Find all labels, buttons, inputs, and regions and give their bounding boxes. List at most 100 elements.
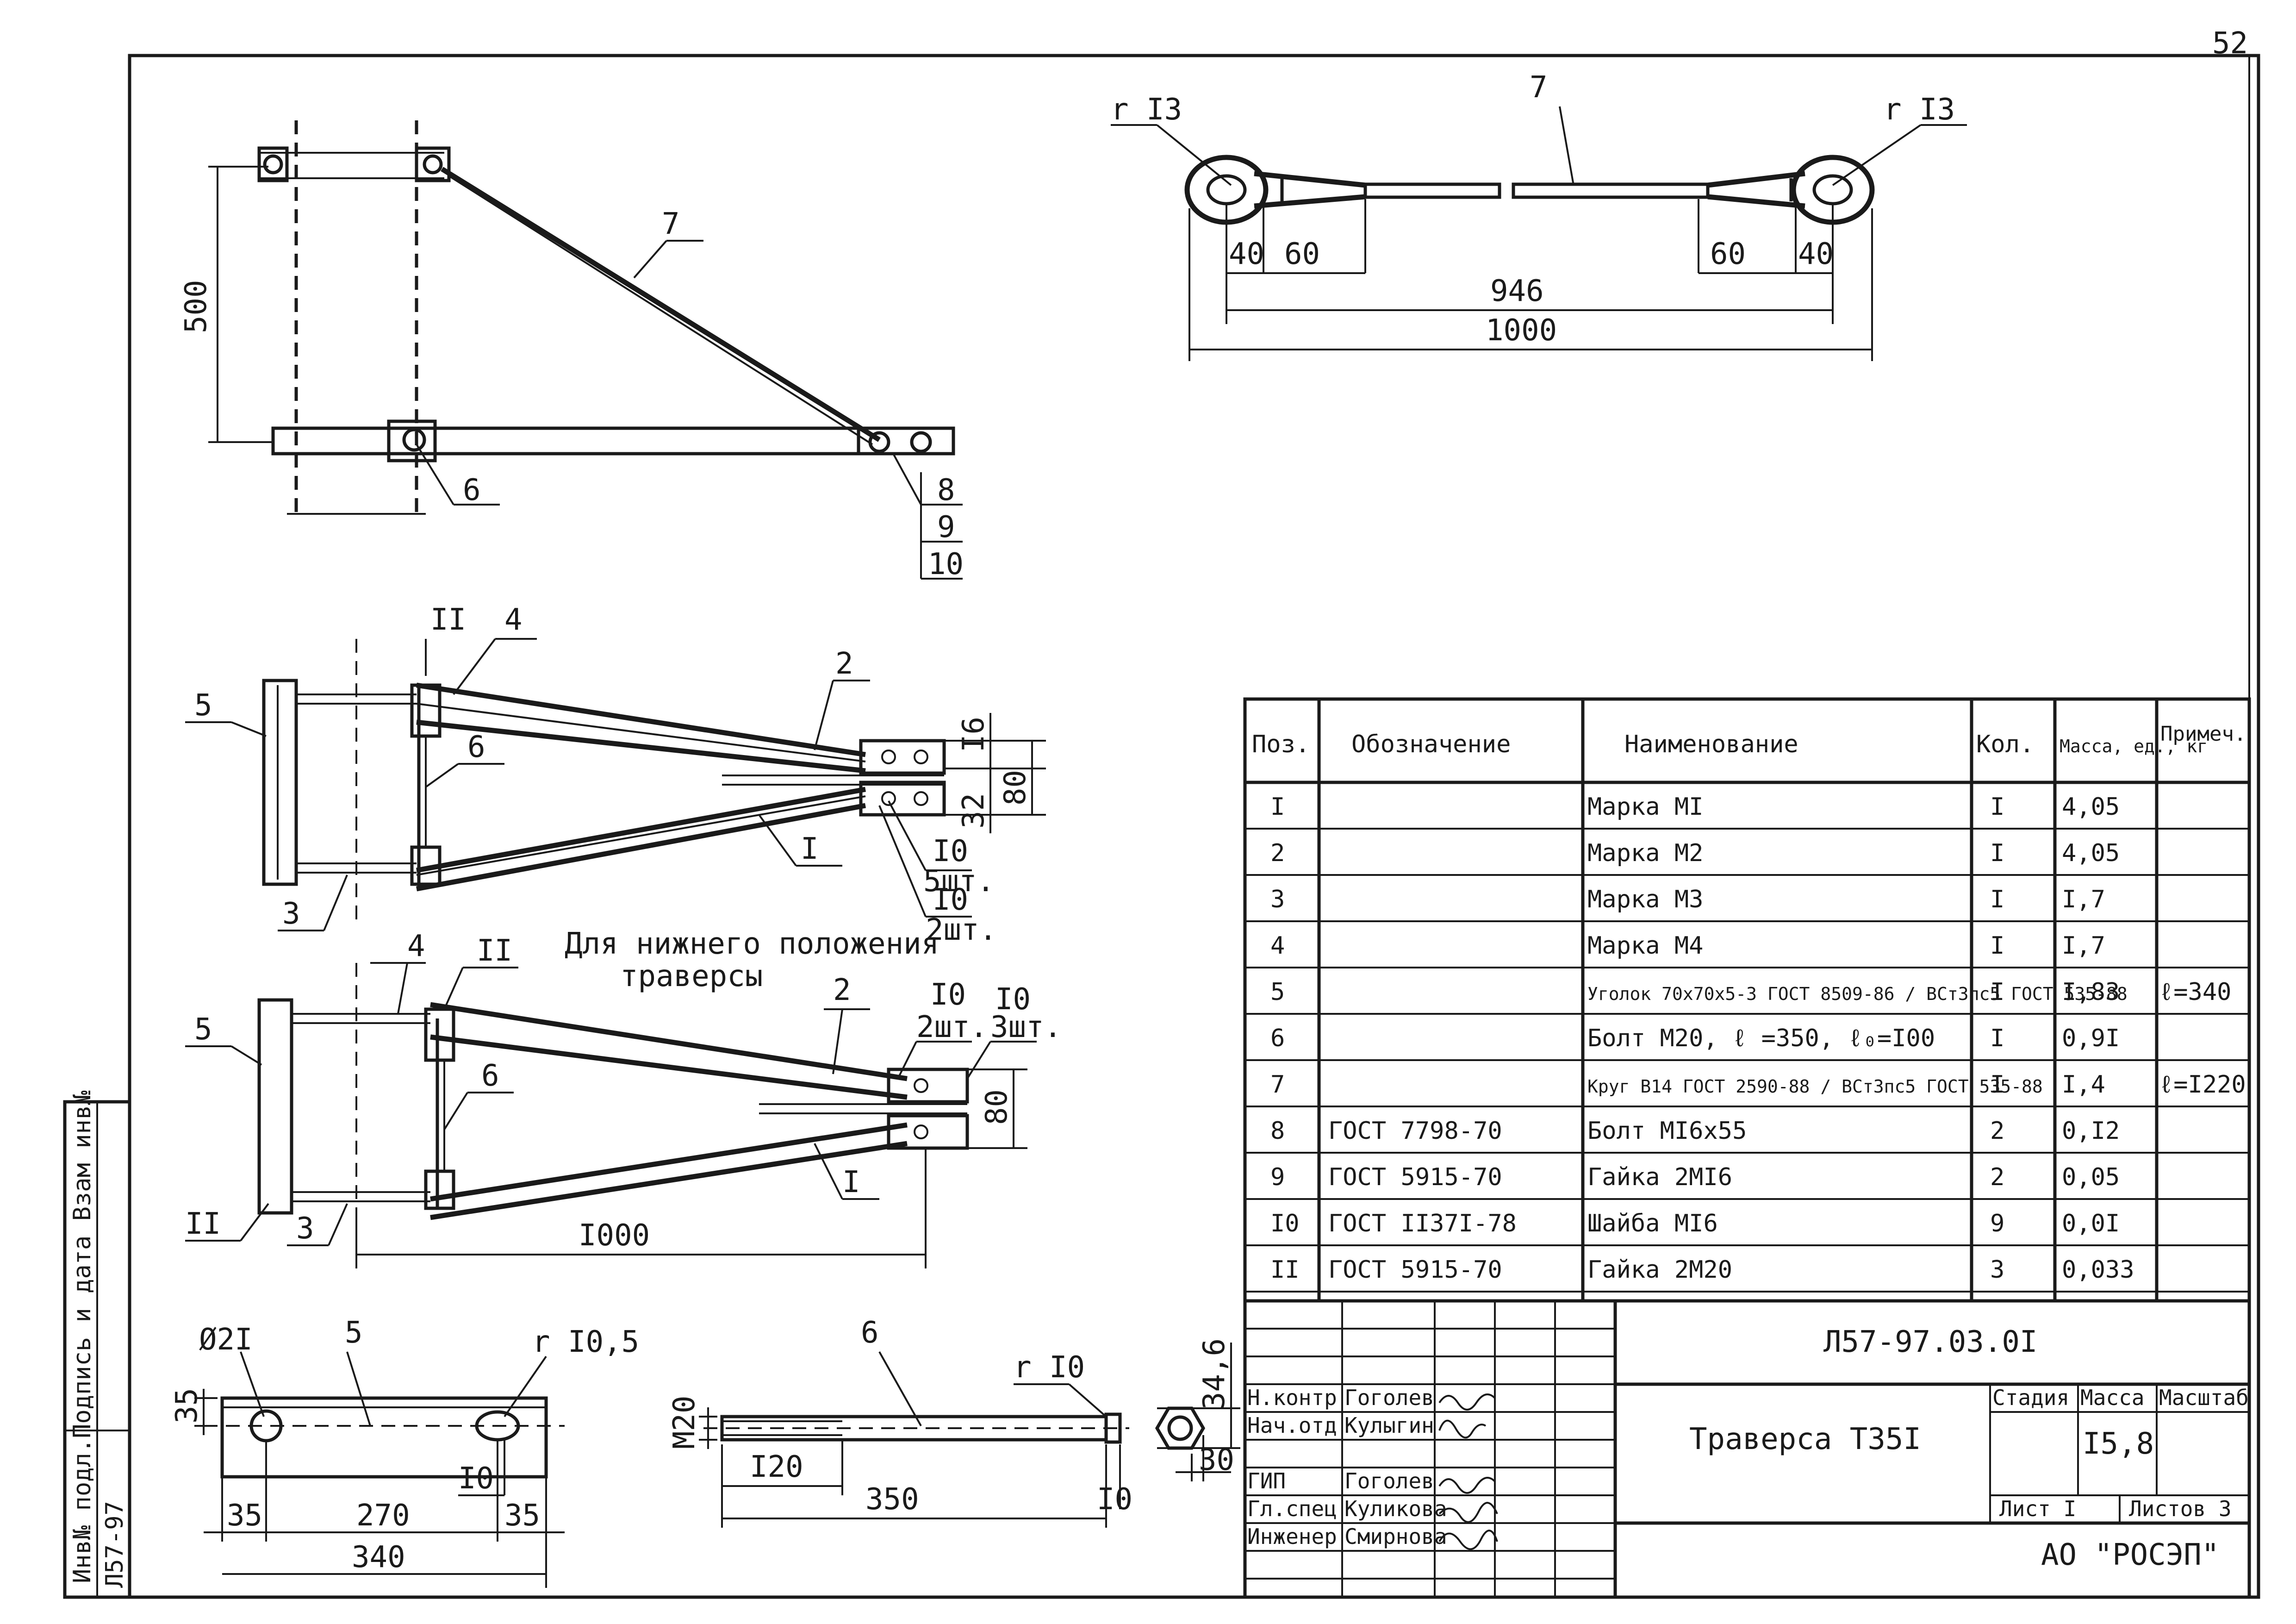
lower-leader-3: 3: [296, 1212, 314, 1246]
detail6-dim-350: 350: [865, 1482, 919, 1517]
spec-cell: ГОСТ 7798-70: [1328, 1117, 1502, 1145]
sig-name-5: Смирнова: [1344, 1524, 1447, 1549]
detail5-hole-r: r I0,5: [532, 1325, 639, 1359]
sig-role-1: Н.контр: [1247, 1385, 1337, 1410]
spec-col-qty: Кол.: [1976, 731, 2034, 758]
spec-cell: 2: [1990, 1117, 2004, 1145]
lower-leader-II-top: II: [477, 934, 512, 968]
detail6-dim-120: I20: [750, 1450, 803, 1484]
spec-cell: 6: [1270, 1024, 1285, 1052]
spec-cell: 0,05: [2062, 1163, 2120, 1191]
spec-cell: Марка М2: [1587, 839, 1703, 867]
spec-cell: I: [1990, 1071, 2004, 1099]
rod-dim-60-right: 60: [1710, 237, 1746, 271]
detail5-dim-35-right: 35: [504, 1499, 540, 1533]
leader-6: 6: [463, 473, 481, 507]
spec-cell: 7: [1270, 1071, 1285, 1099]
rod-item-7: 7: [1530, 70, 1548, 105]
signature-scribble-5: [1438, 1530, 1498, 1550]
upper-leader-2: 2: [835, 647, 853, 681]
spec-cell: Гайка 2МI6: [1587, 1163, 1732, 1191]
signatures: Н.контр Гоголев Нач.отд Кулыгин ГИП Гого…: [1247, 1385, 1498, 1550]
detail5-dim-35-left: 35: [227, 1499, 262, 1533]
sig-role-5: Инженер: [1247, 1524, 1337, 1549]
radius-right: r I3: [1884, 93, 1955, 127]
side-stamp-label: Инв№ подл.Подпись и дата Взам инв№: [68, 1090, 96, 1583]
spec-cell: 2: [1990, 1163, 2004, 1191]
spec-cell: 0,0I: [2062, 1210, 2120, 1237]
spec-cell: ГОСТ II37I-78: [1328, 1210, 1517, 1237]
side-stamp-code: Л57-97: [101, 1501, 129, 1588]
spec-cell: I,7: [2062, 932, 2105, 960]
spec-table: Поз. Обозначение Наименование Кол. Масса…: [1243, 697, 2251, 1303]
detail-item-5: Ø2I r I0,5 5 35 I0 35 270 35 340: [170, 1316, 639, 1588]
spec-cell: Марка М3: [1587, 886, 1703, 913]
organization: АО "РОСЭП": [2041, 1538, 2219, 1572]
leader-9: 9: [937, 510, 955, 544]
spec-cell: Марка МI: [1587, 793, 1703, 821]
leader-7: 7: [662, 207, 680, 241]
spec-cell: I0: [1270, 1210, 1300, 1237]
upper-note-10b: I0: [933, 883, 968, 917]
view-elevation: 500 7 6 8 9 10: [179, 120, 964, 581]
rod-dim-40-right: 40: [1798, 237, 1834, 271]
spec-col-note: Примеч.: [2160, 722, 2246, 746]
upper-leader-4: 4: [504, 603, 523, 637]
spec-col-designation: Обозначение: [1351, 731, 1511, 758]
spec-col-mass: Масса, ед., кг: [2060, 736, 2208, 756]
spec-cell: I,83: [2062, 978, 2120, 1006]
rod-dim-1000: 1000: [1486, 313, 1557, 348]
lower-dim-1000: I000: [579, 1218, 650, 1253]
spec-col-pos: Поз.: [1252, 731, 1310, 758]
lower-note-10a: I0: [930, 978, 966, 1012]
document-code: Л57-97.03.0I: [1823, 1325, 2037, 1359]
signature-scribble-1: [1438, 1393, 1496, 1411]
spec-cell: I: [1990, 886, 2004, 913]
spec-cell: Круг В14 ГОСТ 2590-88 / ВСт3пс5 ГОСТ 535…: [1587, 1076, 2043, 1097]
sig-name-2: Кулыгин: [1344, 1413, 1434, 1438]
side-stamp: Инв№ подл.Подпись и дата Взам инв№ Л57-9…: [63, 1090, 131, 1599]
upper-leader-6: 6: [467, 730, 485, 764]
mass-header: Масса: [2080, 1385, 2144, 1410]
rod-dim-40-left: 40: [1229, 237, 1264, 271]
lower-dim-80: 80: [980, 1089, 1014, 1125]
mass-value: I5,8: [2083, 1427, 2154, 1461]
upper-note-2pcs: 2шт.: [926, 913, 997, 947]
spec-cell: II: [1270, 1256, 1300, 1284]
upper-dim-32: 32: [957, 793, 991, 829]
spec-cell: 0,I2: [2062, 1117, 2120, 1145]
spec-cell: 5: [1270, 978, 1285, 1006]
leader-10: 10: [928, 547, 964, 581]
spec-cell: Марка М4: [1587, 932, 1703, 960]
lower-note-3pcs: 3шт.: [990, 1010, 1062, 1044]
upper-note-10a: I0: [933, 834, 968, 868]
spec-cell: 8: [1270, 1117, 1285, 1145]
detail5-dim-340: 340: [352, 1540, 405, 1574]
lower-leader-6: 6: [481, 1059, 499, 1093]
spec-cell: ℓ=I220: [2159, 1071, 2246, 1099]
spec-cell: Шайба МI6: [1587, 1210, 1718, 1237]
spec-cell: 2: [1270, 839, 1285, 867]
detail5-dim-270: 270: [356, 1499, 410, 1533]
detail6-dim-34-6: 34,6: [1197, 1338, 1232, 1410]
signature-scribble-2: [1438, 1419, 1487, 1439]
spec-cell: ℓ=340: [2159, 978, 2231, 1006]
spec-cell: Уголок 70х70х5-3 ГОСТ 8509-86 / ВСт3пс5 …: [1587, 984, 2128, 1004]
spec-cell: 0,9I: [2062, 1024, 2120, 1052]
detail6-dim-10: I0: [1097, 1482, 1132, 1517]
spec-cell: I: [1990, 978, 2004, 1006]
spec-cell: 9: [1990, 1210, 2004, 1237]
sig-role-4: Гл.спец: [1247, 1496, 1337, 1521]
drawing-frame: [128, 54, 2260, 1599]
lower-caption-1: Для нижнего положения: [565, 927, 939, 961]
spec-cell: ГОСТ 5915-70: [1328, 1256, 1502, 1284]
spec-cell: I,7: [2062, 886, 2105, 913]
detail6-radius: r I0: [1014, 1350, 1085, 1385]
spec-cell: 4,05: [2062, 793, 2120, 821]
sig-name-4: Куликова: [1344, 1496, 1447, 1521]
lower-leader-I: I: [842, 1165, 860, 1199]
lower-leader-4: 4: [407, 929, 425, 963]
upper-dim-16: I6: [957, 717, 991, 752]
signature-scribble-3: [1438, 1477, 1496, 1494]
